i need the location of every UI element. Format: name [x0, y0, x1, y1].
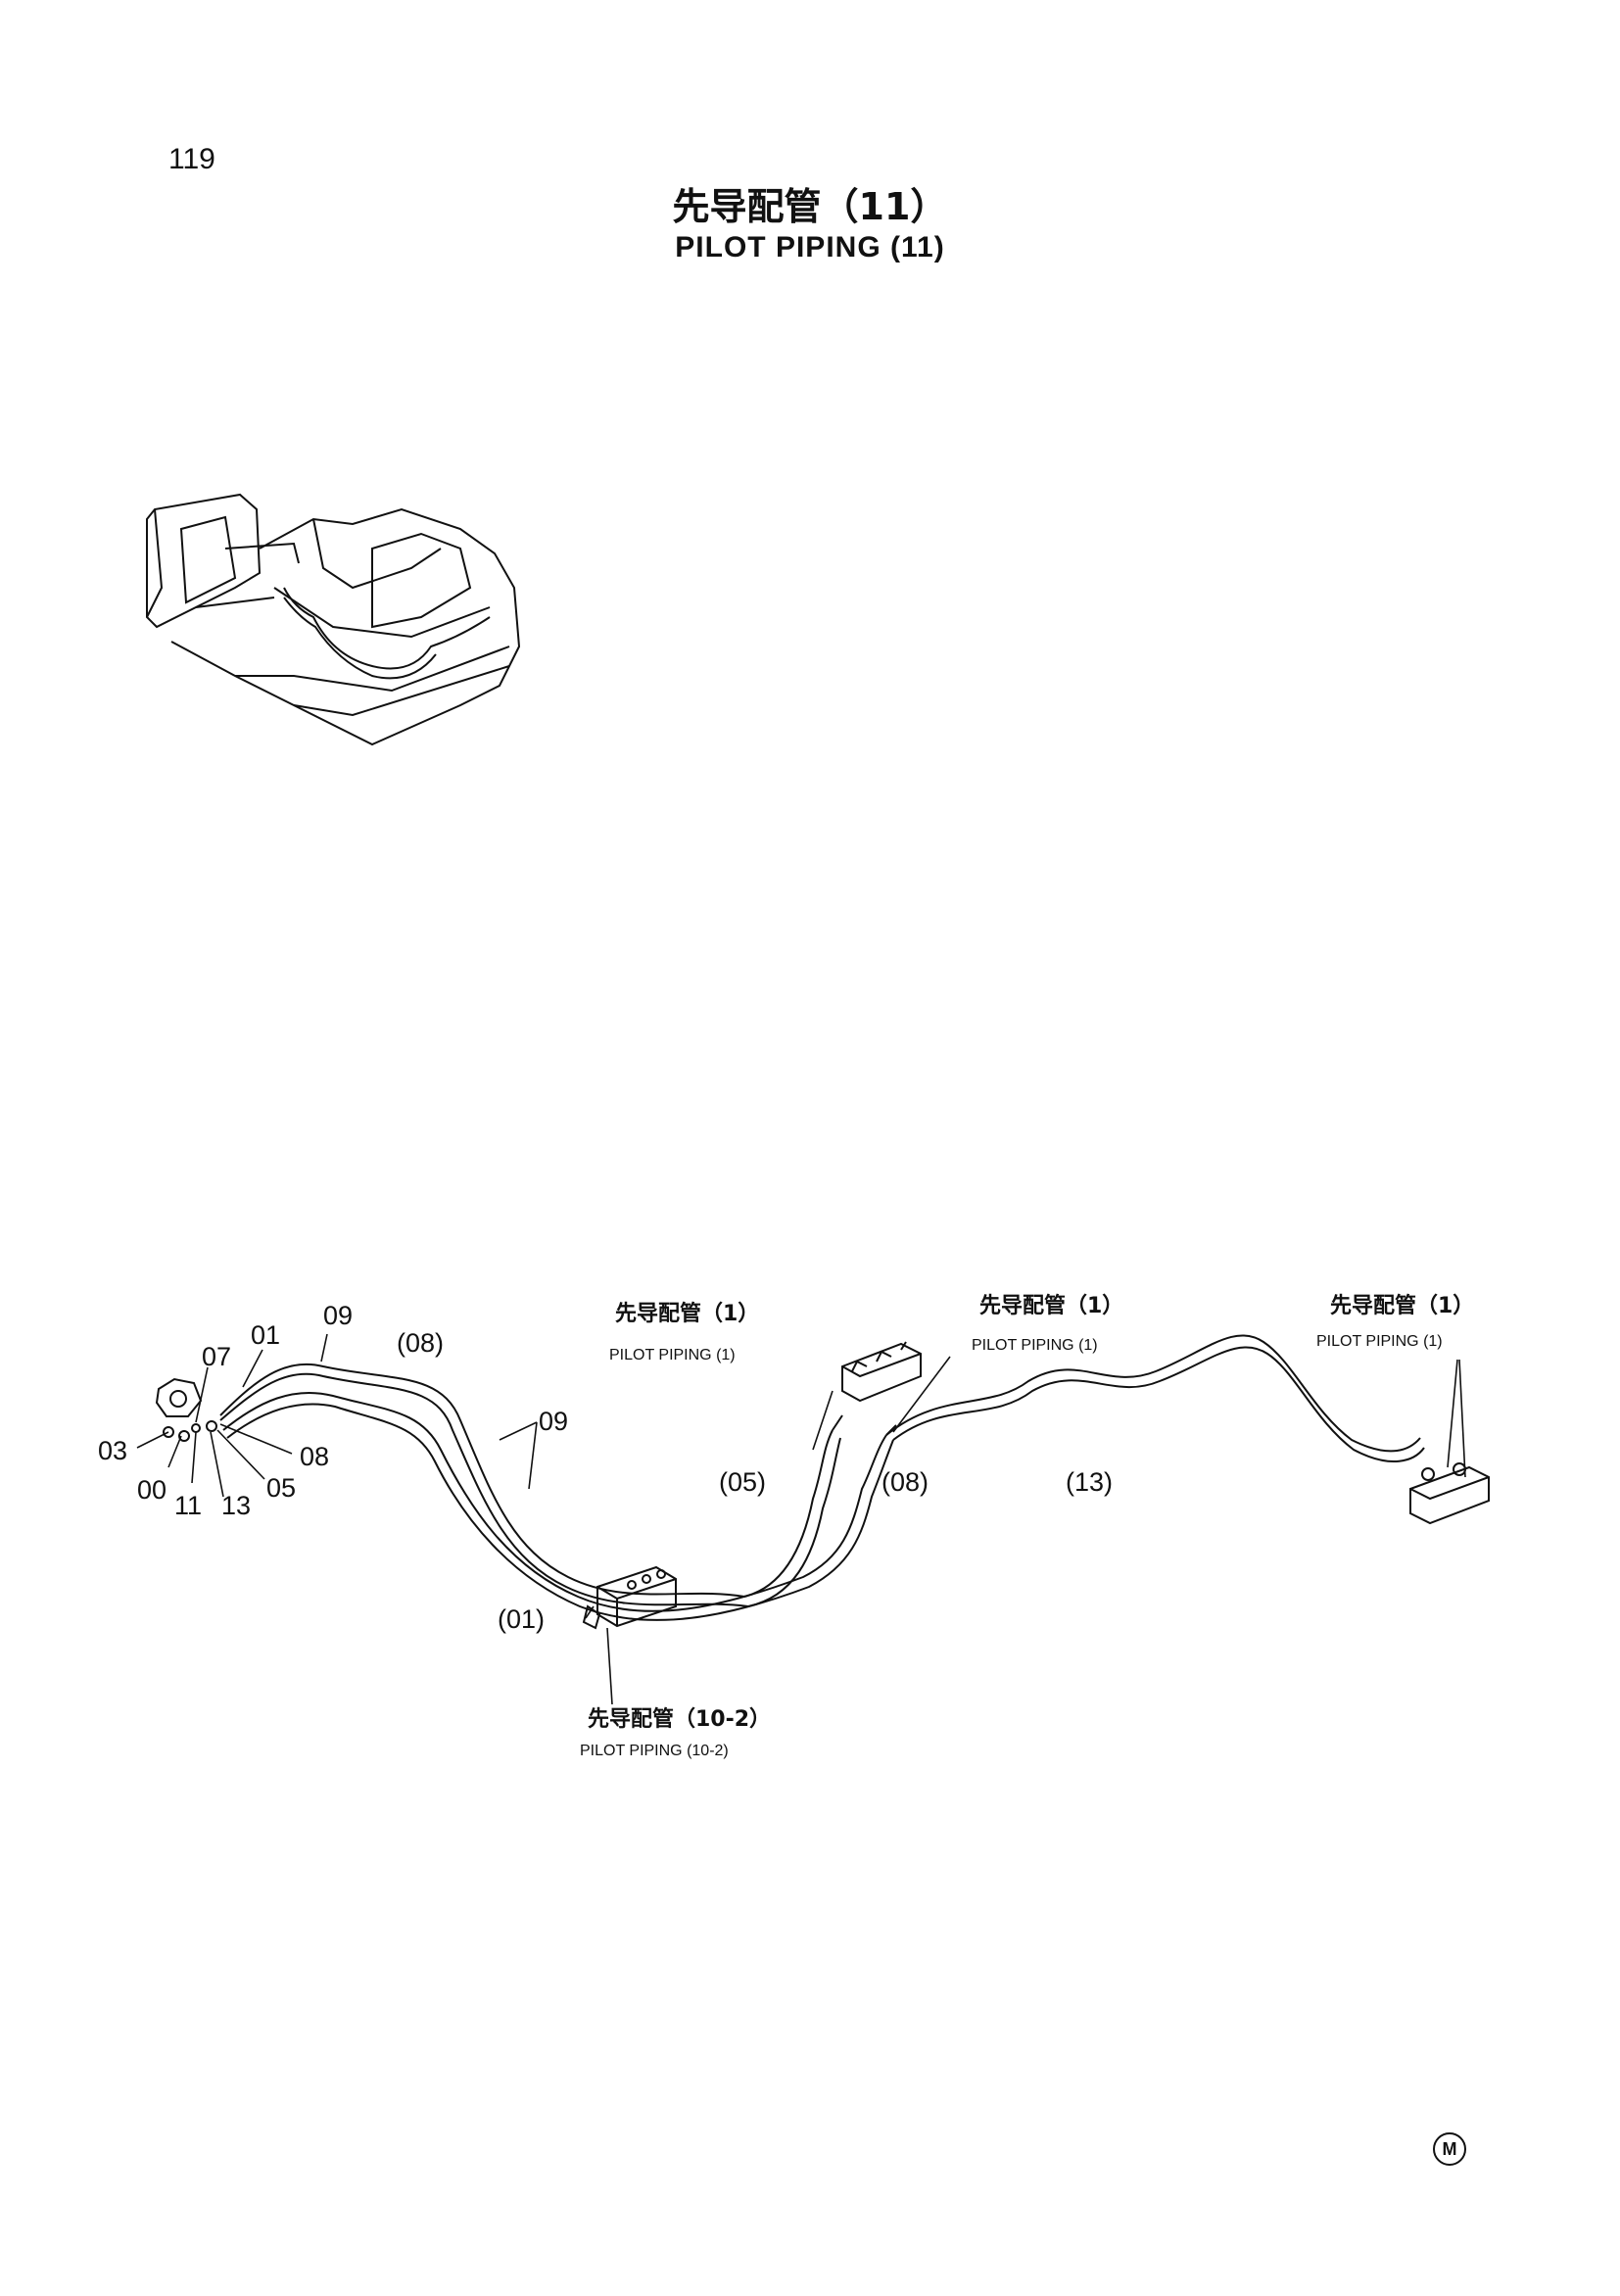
right-valve-block [1409, 1462, 1490, 1525]
callout-05-paren: (05) [719, 1467, 766, 1497]
cross-references: 先导配管（1） PILOT PIPING (1) 先导配管（1） PILOT P… [580, 1293, 1474, 1759]
callout-13-paren: (13) [1066, 1467, 1113, 1497]
ref-2-en: PILOT PIPING (1) [972, 1337, 1098, 1354]
callout-00: 00 [137, 1475, 167, 1505]
callout-13: 13 [221, 1491, 251, 1520]
left-valve-assembly [155, 1377, 217, 1442]
ref-1-cn: 先导配管（1） [615, 1301, 759, 1326]
ref-4-cn: 先导配管（10-2） [588, 1706, 771, 1732]
ref-4-en: PILOT PIPING (10-2) [580, 1743, 729, 1759]
callout-11: 11 [174, 1491, 202, 1520]
ref-3-cn: 先导配管（1） [1330, 1293, 1474, 1318]
callout-05: 05 [266, 1473, 296, 1503]
corner-mark-icon: M [1433, 2132, 1466, 2166]
ref-1-en: PILOT PIPING (1) [609, 1347, 736, 1363]
callout-08-paren-mid: (08) [881, 1467, 929, 1497]
callout-01: 01 [251, 1320, 280, 1350]
callout-03: 03 [98, 1436, 127, 1465]
callout-09-top: 09 [323, 1301, 353, 1330]
ref-2-cn: 先导配管（1） [979, 1293, 1123, 1318]
ref-3-en: PILOT PIPING (1) [1316, 1333, 1443, 1350]
callout-09-mid: 09 [539, 1407, 568, 1436]
callout-01-paren: (01) [498, 1604, 545, 1634]
callout-08: 08 [300, 1442, 329, 1471]
leader-lines [136, 1333, 1466, 1705]
control-valve-block [582, 1565, 677, 1630]
callout-07: 07 [202, 1342, 231, 1371]
pilot-hose-bundle [219, 1334, 1425, 1621]
page-number: 119 [168, 143, 215, 175]
pilot-block [841, 1341, 922, 1403]
machine-overview-illustration [146, 493, 521, 746]
page-title-cn: 先导配管（11） [672, 185, 948, 228]
callout-labels: 01 09 (08) 07 03 00 11 13 05 08 09 (05) … [98, 1301, 1113, 1634]
page-title-en: PILOT PIPING (11) [675, 231, 945, 263]
callout-08-paren-top: (08) [397, 1328, 444, 1358]
